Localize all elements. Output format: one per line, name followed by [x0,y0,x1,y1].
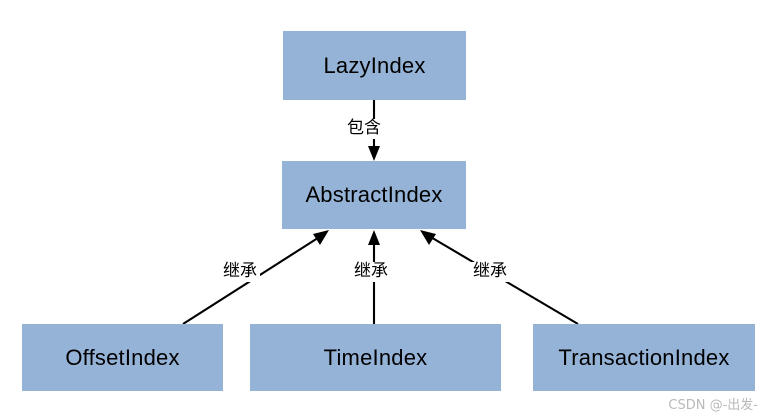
edge-label-inherit-time: 继承 [351,261,391,282]
edge-label-contains: 包含 [344,118,384,139]
node-offset-index-label: OffsetIndex [65,344,180,370]
edge-label-inherit-transaction: 继承 [470,261,510,282]
edge-inherit-time-arrowhead [368,230,380,245]
edge-contains-arrowhead [368,146,380,161]
node-offset-index[interactable]: OffsetIndex [22,324,223,391]
node-abstract-index[interactable]: AbstractIndex [282,161,466,229]
node-transaction-index[interactable]: TransactionIndex [533,324,755,391]
edge-inherit-offset-arrowhead [313,230,329,245]
watermark: CSDN @-出发- [668,398,758,413]
node-time-index-label: TimeIndex [323,344,428,370]
edge-label-inherit-offset: 继承 [220,261,260,282]
node-transaction-index-label: TransactionIndex [558,344,730,370]
node-abstract-index-label: AbstractIndex [305,182,443,207]
node-time-index[interactable]: TimeIndex [250,324,501,391]
node-lazy-index-label: LazyIndex [323,52,426,78]
node-lazy-index[interactable]: LazyIndex [283,31,466,100]
edge-inherit-transaction-arrowhead [420,230,436,245]
